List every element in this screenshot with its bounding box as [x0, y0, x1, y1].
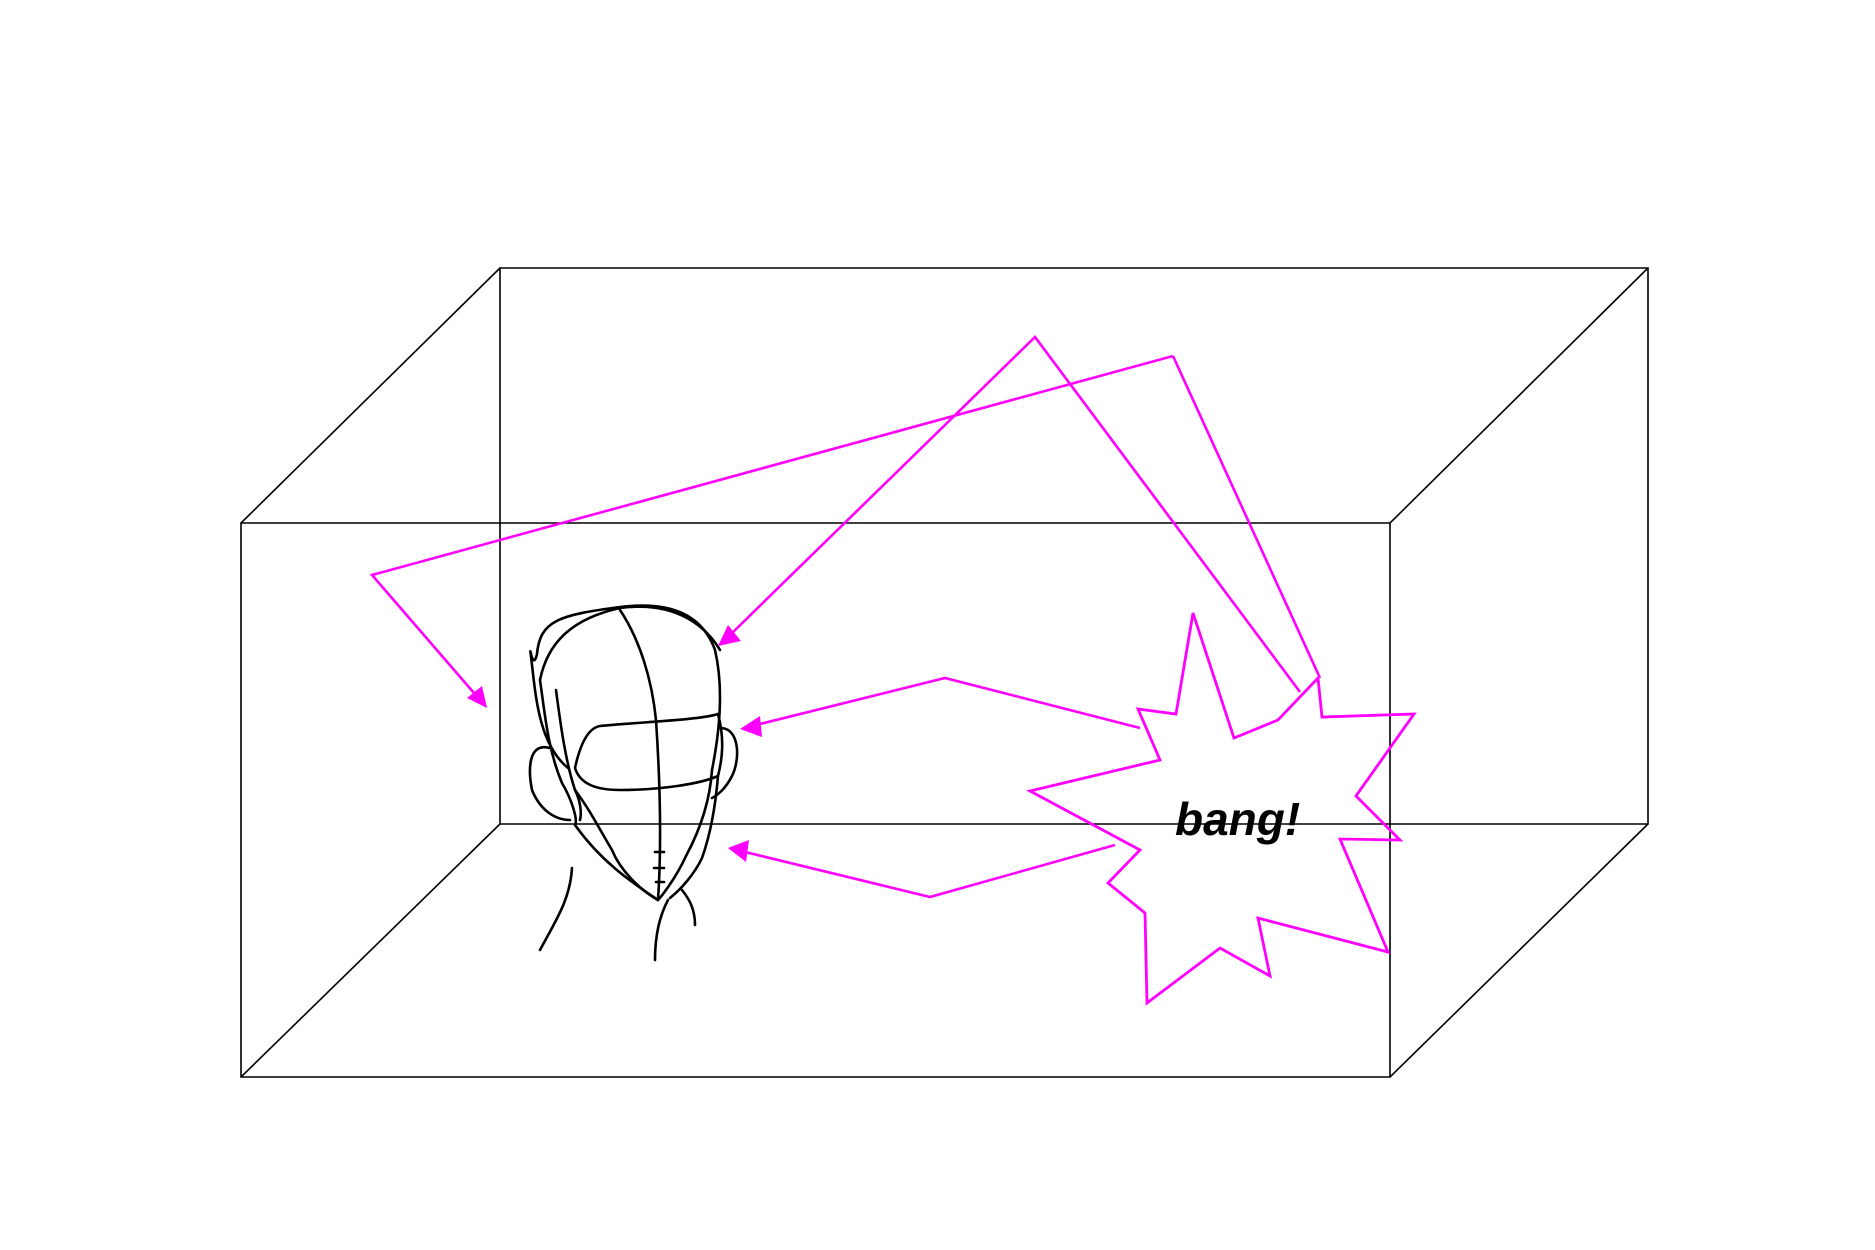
- room-box: [240, 267, 1649, 1078]
- head-top: [538, 605, 722, 682]
- room-edge-top-right: [1389, 267, 1649, 524]
- head-neck-left: [538, 866, 574, 952]
- head-jaw: [538, 678, 660, 902]
- room-back-wall: [499, 267, 1649, 825]
- head-outline: [529, 604, 722, 902]
- bang-label: bang!: [1175, 793, 1300, 845]
- room-edge-top-left: [240, 267, 501, 524]
- head-centerline: [618, 608, 662, 902]
- explosion-burst: bang!: [1026, 612, 1417, 1006]
- head-mouth-marks: [652, 850, 666, 884]
- arrow-head: [728, 840, 749, 862]
- arrow-head: [740, 716, 762, 737]
- head-ear: [528, 745, 572, 822]
- arrow-head: [718, 625, 741, 646]
- head-cheek: [573, 788, 660, 902]
- head-neck-center: [653, 898, 670, 962]
- reflection-path: [369, 354, 1174, 694]
- arrow-head: [467, 686, 487, 708]
- sound-paths: [369, 335, 1322, 899]
- room-edge-bottom-left: [240, 823, 501, 1078]
- reflection-path: [1171, 355, 1322, 679]
- head-brow: [573, 712, 724, 792]
- burst-star: [1026, 612, 1417, 1006]
- room-edge-bottom-right: [1389, 823, 1649, 1078]
- head-neck-right: [680, 888, 697, 927]
- direct-sound-path: [755, 676, 1141, 730]
- head-side-plane: [554, 688, 583, 822]
- reflection-path: [729, 335, 1302, 693]
- reflection-path: [744, 843, 1116, 899]
- head-icon: [528, 604, 739, 962]
- head-face-right: [668, 774, 720, 900]
